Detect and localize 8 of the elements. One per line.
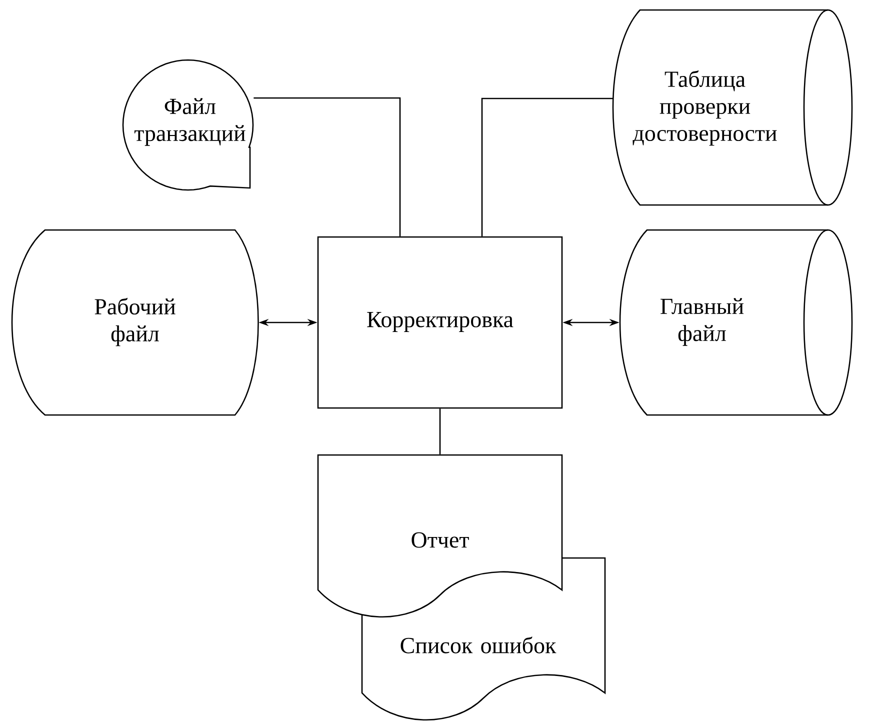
node-label: Таблица проверки достоверности (632, 70, 777, 146)
cylinder: Таблица проверки достоверности (612, 9, 853, 206)
node-label: Главный файл (660, 298, 744, 346)
connector (254, 97, 401, 236)
process-box: Корректировка (317, 236, 563, 409)
cylinder: Главный файл (619, 229, 853, 416)
connector (481, 98, 614, 236)
connector (439, 408, 441, 454)
